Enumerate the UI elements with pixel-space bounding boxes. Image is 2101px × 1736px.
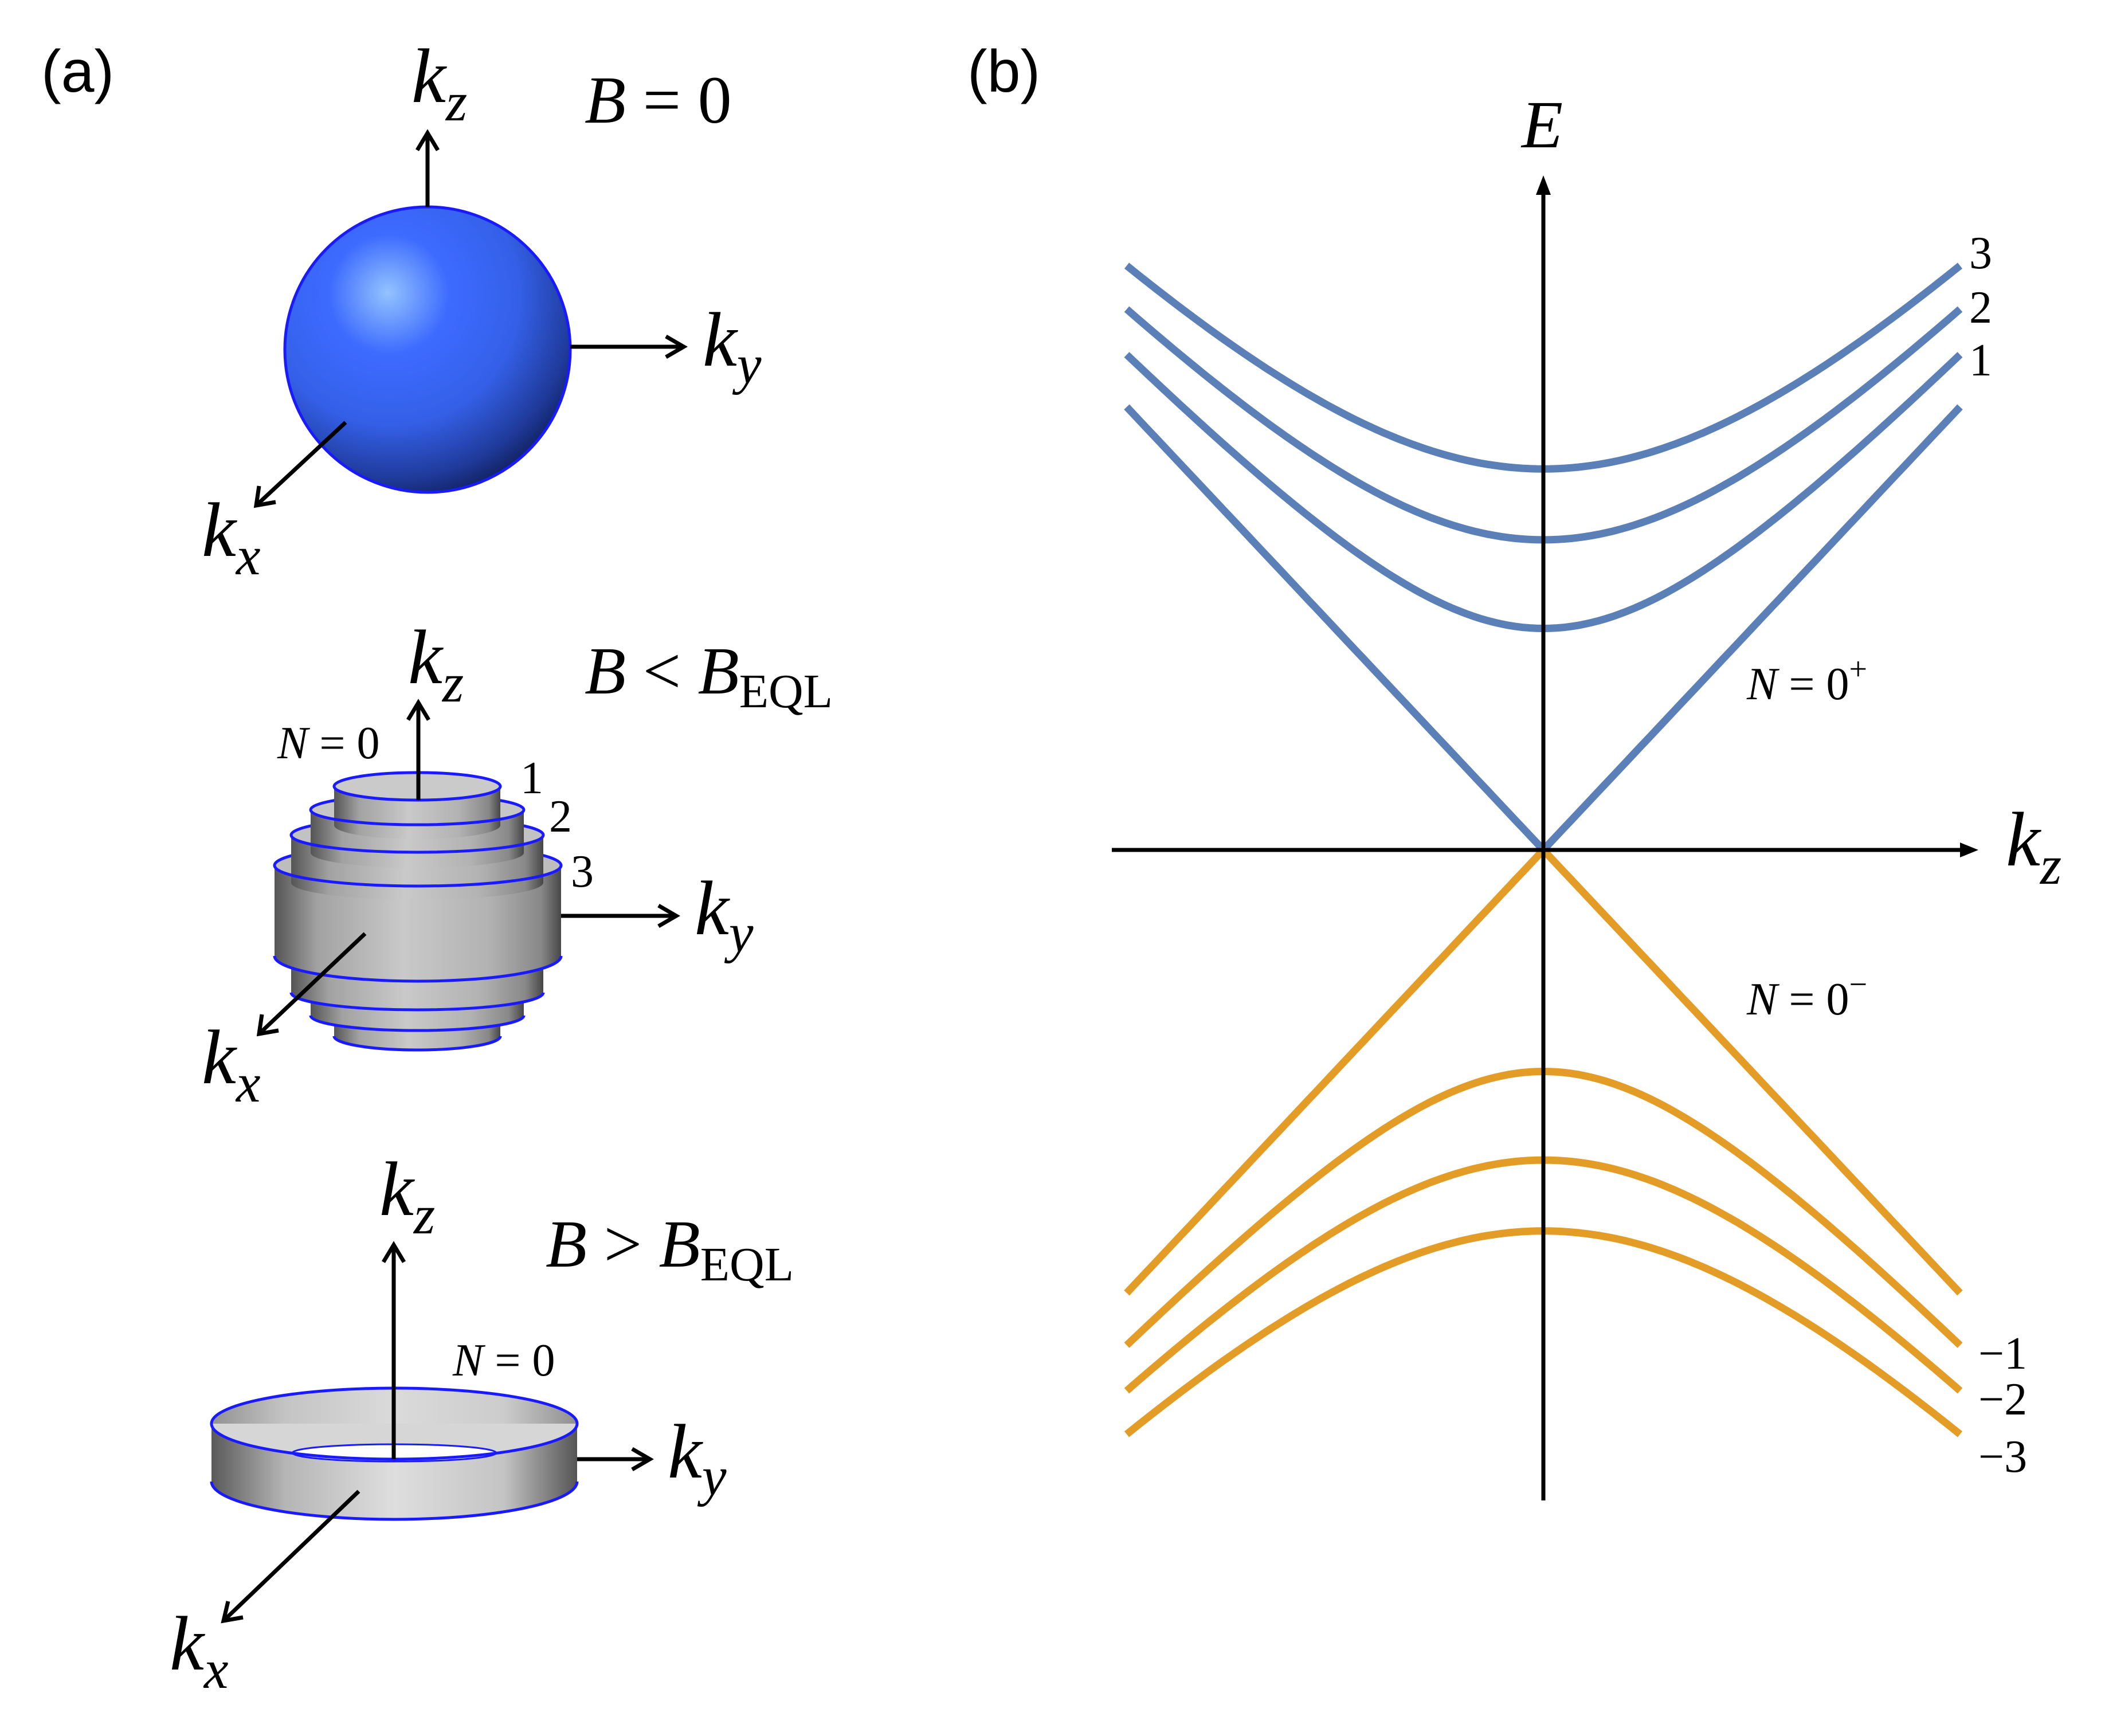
tube-top-rims <box>273 771 563 900</box>
condition-label-b-below-eql: B < BEQL <box>585 633 833 718</box>
level-label-minus-1: −1 <box>1978 1329 2027 1379</box>
n0-minus-label: N = 0− <box>1746 967 1867 1025</box>
kx-axis-arrow <box>256 932 367 1037</box>
n0-plus-label: N = 0+ <box>1746 652 1867 710</box>
quantum-limit-ring-subpanel: kz ky kx B > BEQL N = 0 <box>170 1147 794 1700</box>
panel-b: (b) E kz N = 0+ N = 0− 3 2 1 −1 −2 −3 <box>967 38 2061 1500</box>
kx-axis-arrow <box>221 1490 360 1624</box>
n0-level-label: N = 0 <box>277 718 379 769</box>
level-label-minus-3: −3 <box>1978 1432 2027 1482</box>
panel-b-label: (b) <box>967 38 1040 105</box>
ky-axis-arrow <box>561 903 680 928</box>
kz-axis-label: kz <box>411 34 467 132</box>
condition-label-b-above-eql: B > BEQL <box>546 1206 794 1291</box>
ky-axis-arrow <box>577 1447 654 1472</box>
kx-axis-label: kx <box>170 1601 229 1700</box>
kx-axis-label: kx <box>202 488 261 586</box>
level-label-1: 1 <box>1969 335 1992 386</box>
ky-axis-arrow <box>570 334 688 359</box>
kz-axis <box>1112 842 1978 857</box>
panel-a-label: (a) <box>41 38 114 105</box>
tube-level-label-3: 3 <box>571 847 594 897</box>
tube-level-label-2: 2 <box>549 791 572 842</box>
kz-axis-label: kz <box>2006 797 2061 896</box>
n0-level-label: N = 0 <box>452 1335 555 1386</box>
fermi-sphere-subpanel: kz ky kx B = 0 <box>202 34 762 586</box>
ky-axis-label: ky <box>695 866 754 963</box>
energy-axis-label: E <box>1520 87 1563 162</box>
kz-axis-label: kz <box>408 615 464 714</box>
level-label-2: 2 <box>1969 283 1992 333</box>
tube-level-label-1: 1 <box>520 753 543 804</box>
level-label-3: 3 <box>1969 228 1992 279</box>
condition-label-b-zero: B = 0 <box>585 62 732 138</box>
ky-axis-label: ky <box>668 1409 727 1507</box>
kx-axis-arrow <box>253 421 347 508</box>
fermi-sphere <box>283 205 572 494</box>
landau-tubes-subpanel: kz ky kx B < BEQL N = 0 1 2 3 <box>202 615 833 1114</box>
panel-a: (a) kz ky kx B = 0 <box>41 34 833 1700</box>
ky-axis-label: ky <box>703 297 762 395</box>
energy-axis <box>1536 175 1551 1500</box>
kx-axis-label: kx <box>202 1015 261 1114</box>
level-label-minus-2: −2 <box>1978 1374 2027 1425</box>
kz-axis-arrow <box>406 699 431 800</box>
kz-axis-label: kz <box>379 1147 435 1245</box>
kz-axis-arrow <box>381 1241 406 1459</box>
kz-axis-arrow <box>415 129 440 207</box>
